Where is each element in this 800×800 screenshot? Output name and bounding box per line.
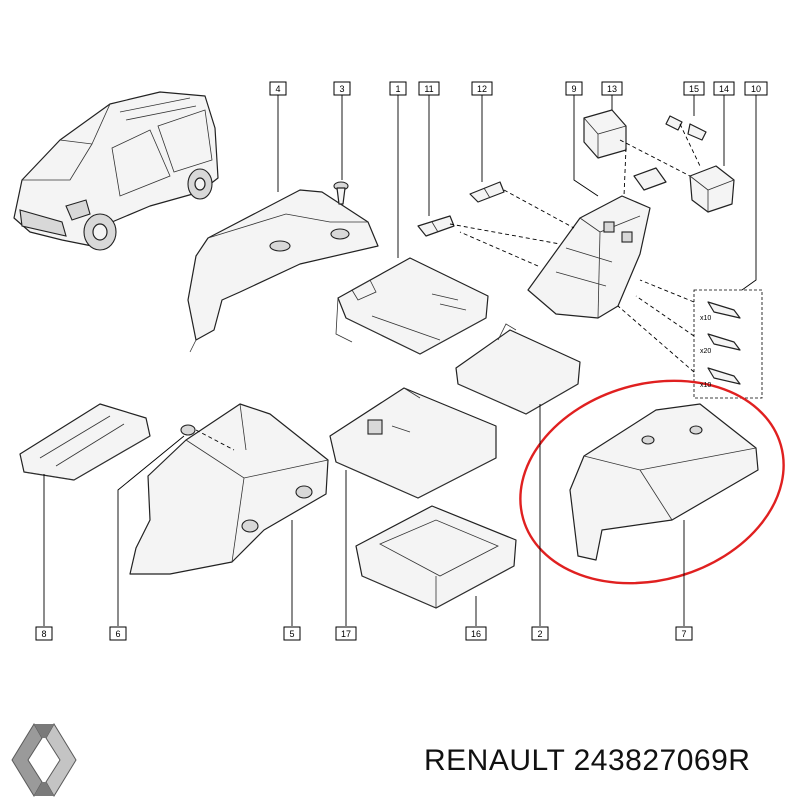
callout-5: 5 [283,626,301,641]
part-number-caption: RENAULT 243827069R [424,744,751,777]
callout-10: 10 [744,81,768,96]
part-8-bracket [19,403,151,481]
part-11-terminal [417,215,455,237]
part-16-base-box [355,505,517,609]
callout-labels: 4 3 1 11 12 9 13 15 14 10 8 6 5 17 16 2 … [35,81,768,641]
svg-text:3: 3 [339,84,344,94]
callout-9: 9 [565,81,583,96]
callout-3: 3 [333,81,351,96]
qty-label-3: x10 [700,382,711,389]
callout-11: 11 [418,81,440,96]
part-17-ecu [329,387,497,499]
callout-15: 15 [683,81,705,96]
svg-text:13: 13 [607,84,617,94]
svg-text:16: 16 [471,629,481,639]
svg-text:5: 5 [289,629,294,639]
svg-text:1: 1 [395,84,400,94]
part-5-lower-tray [129,403,329,575]
svg-text:8: 8 [41,629,46,639]
svg-text:14: 14 [719,84,729,94]
svg-text:12: 12 [477,84,487,94]
part-3-screw [333,181,349,205]
svg-text:7: 7 [681,629,686,639]
part-9-fuse-holder [527,195,651,319]
callout-6: 6 [109,626,127,641]
part-2-module [455,323,581,415]
seal-gasket [633,167,667,191]
part-4-top-cover [187,189,379,353]
assembly-lines [195,123,701,451]
qty-label-2: x20 [700,348,711,355]
part-6-grommet [180,424,196,436]
part-12-terminal [469,181,505,203]
callout-12: 12 [471,81,493,96]
callout-2: 2 [531,626,549,641]
callout-13: 13 [601,81,623,96]
part-7-cover [569,403,759,561]
svg-text:4: 4 [275,84,280,94]
callout-8: 8 [35,626,53,641]
callout-7: 7 [675,626,693,641]
renault-logo-icon [11,723,77,797]
svg-text:11: 11 [424,84,433,94]
svg-text:17: 17 [341,629,351,639]
svg-text:6: 6 [115,629,120,639]
vehicle-illustration [13,91,219,251]
callout-17: 17 [335,626,357,641]
part-10-terminal-set [693,289,763,399]
part-13-relay [583,109,627,159]
svg-text:9: 9 [571,84,576,94]
part-14-relay [689,165,735,213]
svg-text:15: 15 [689,84,699,94]
callout-14: 14 [713,81,735,96]
part-1-ecu-module [335,257,489,355]
svg-text:10: 10 [751,84,761,94]
callout-1: 1 [389,81,407,96]
quantity-labels: x10 x20 x10 [700,315,711,389]
svg-text:2: 2 [537,629,542,639]
part-15-fuse [665,115,707,141]
leader-lines [43,94,757,626]
callout-4: 4 [269,81,287,96]
highlight-ellipse [519,379,785,585]
callout-16: 16 [465,626,487,641]
qty-label-1: x10 [700,315,711,322]
